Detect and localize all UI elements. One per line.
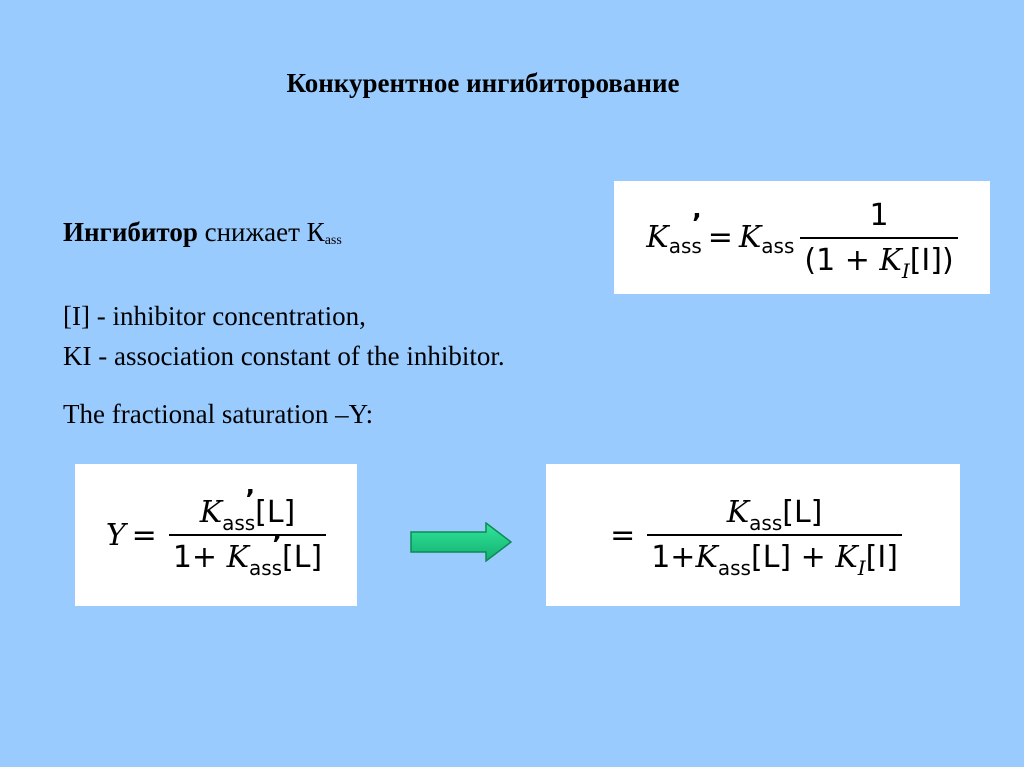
eq2-denominator: 1+ Kass’[L] bbox=[168, 530, 327, 580]
eq1-numerator: 1 bbox=[869, 197, 889, 233]
eq1-den-a: (1 + bbox=[804, 242, 880, 278]
eq2-den-l: [L] bbox=[282, 540, 323, 575]
eq2-fraction: Kass’[L] 1+ Kass’[L] bbox=[168, 485, 327, 580]
eq2-den-sub: ass bbox=[249, 556, 283, 580]
eq3-num-l: [L] bbox=[782, 495, 823, 530]
eq2-lhs-y: Y bbox=[105, 517, 126, 553]
eq2-den-k: K bbox=[226, 540, 249, 575]
eq1-lhs-k: K bbox=[646, 220, 669, 255]
eq3-den-ki: K bbox=[835, 540, 858, 575]
inhibitor-word: Ингибитор bbox=[63, 217, 198, 247]
eq2-num-l: [L] bbox=[255, 495, 296, 530]
eq1-equals: = bbox=[707, 220, 733, 255]
eq1-den-sub: I bbox=[901, 258, 910, 283]
equation-competitive-saturation: = Kass[L] 1+Kass[L] + KI[I] bbox=[546, 464, 960, 606]
eq1-lhs-prime: ’ bbox=[691, 208, 702, 239]
definition-inhibitor-concentration: [I] - inhibitor concentration, bbox=[63, 301, 366, 331]
eq2-num-prime: ’ bbox=[245, 485, 256, 515]
definition-association-constant: KI - association constant of the inhibit… bbox=[63, 341, 505, 371]
right-arrow-icon bbox=[410, 522, 512, 562]
eq2-equals: = bbox=[131, 517, 157, 553]
equation-fractional-saturation: Y = Kass’[L] 1+ Kass’[L] bbox=[75, 464, 357, 606]
eq1-fraction: 1 (1 + KI[I]) bbox=[800, 197, 958, 283]
eq2-num-k: K bbox=[199, 495, 223, 530]
eq2-numerator: Kass’[L] bbox=[196, 485, 300, 535]
eq2-den-prime: ’ bbox=[272, 530, 282, 560]
eq2-num-sub: ass bbox=[222, 511, 256, 535]
eq3-denominator: 1+Kass[L] + KI[I] bbox=[647, 534, 902, 580]
eq3-num-k: K bbox=[726, 495, 750, 530]
eq3-num-sub: ass bbox=[749, 511, 783, 535]
eq3-den-i: [I] bbox=[865, 540, 898, 575]
eq1-den-k: K bbox=[879, 242, 902, 278]
eq3-den-a: 1+ bbox=[651, 540, 696, 575]
eq2-den-a: 1+ bbox=[172, 540, 227, 575]
eq3-den-sub: ass bbox=[717, 556, 751, 580]
eq3-numerator: Kass[L] bbox=[723, 495, 827, 535]
eq1-rhs-sub: ass bbox=[761, 233, 795, 258]
eq3-den-k: K bbox=[695, 540, 718, 575]
eq3-fraction: Kass[L] 1+Kass[L] + KI[I] bbox=[647, 495, 902, 580]
eq3-equals: = bbox=[610, 517, 636, 553]
eq3-den-ki-sub: I bbox=[857, 556, 866, 580]
eq1-rhs-k: K bbox=[738, 220, 762, 255]
inhibitor-rest: снижает К bbox=[197, 217, 325, 247]
eq3-den-l: [L] + bbox=[750, 540, 836, 575]
inhibitor-statement: Ингибитор снижает Кass bbox=[63, 217, 342, 248]
kass-subscript: ass bbox=[324, 233, 342, 248]
slide-title: Конкурентное ингибиторование bbox=[286, 68, 680, 98]
fractional-saturation-label: The fractional saturation –Y: bbox=[63, 399, 374, 429]
eq1-den-b: [I]) bbox=[909, 242, 954, 278]
eq1-lhs-sub: ass bbox=[668, 233, 702, 258]
eq1-denominator: (1 + KI[I]) bbox=[800, 236, 958, 283]
